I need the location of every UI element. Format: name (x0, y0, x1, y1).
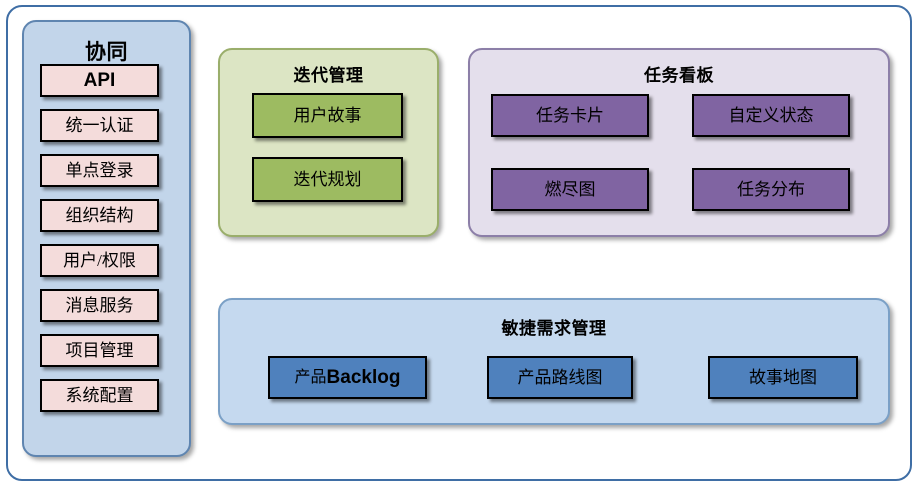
sidebar-item-system-config[interactable]: 系统配置 (40, 379, 159, 412)
agile-item-story-map[interactable]: 故事地图 (708, 356, 858, 399)
panel-iteration-management[interactable]: 迭代管理 (218, 48, 439, 237)
taskboard-item-task-card[interactable]: 任务卡片 (491, 94, 649, 137)
taskboard-item-custom-status[interactable]: 自定义状态 (692, 94, 850, 137)
panel-iteration-management-title: 迭代管理 (293, 66, 364, 85)
iteration-item-user-story[interactable]: 用户故事 (252, 93, 403, 138)
sidebar-item-project-management[interactable]: 项目管理 (40, 334, 159, 367)
sidebar-item-org-structure[interactable]: 组织结构 (40, 199, 159, 232)
taskboard-item-task-distribution[interactable]: 任务分布 (692, 168, 850, 211)
outer-frame-border (6, 5, 912, 481)
sidebar-item-message-service[interactable]: 消息服务 (40, 289, 159, 322)
iteration-item-iteration-planning[interactable]: 迭代规划 (252, 157, 403, 202)
sidebar-item-user-permission[interactable]: 用户/权限 (40, 244, 159, 277)
agile-item-product-roadmap[interactable]: 产品路线图 (487, 356, 633, 399)
panel-collaboration-title: 协同 (85, 41, 128, 64)
panel-agile-requirement-management-title: 敏捷需求管理 (501, 319, 607, 338)
sidebar-item-single-sign-on[interactable]: 单点登录 (40, 154, 159, 187)
agile-item-product-backlog-cjk: 产品 (294, 368, 327, 386)
taskboard-item-burndown-chart[interactable]: 燃尽图 (491, 168, 649, 211)
panel-task-board-title: 任务看板 (644, 66, 714, 85)
sidebar-item-api[interactable]: API (40, 64, 159, 97)
agile-item-product-backlog[interactable]: 产品 Backlog (268, 356, 427, 399)
agile-item-product-backlog-latin: Backlog (326, 367, 401, 388)
sidebar-item-unified-auth[interactable]: 统一认证 (40, 109, 159, 142)
